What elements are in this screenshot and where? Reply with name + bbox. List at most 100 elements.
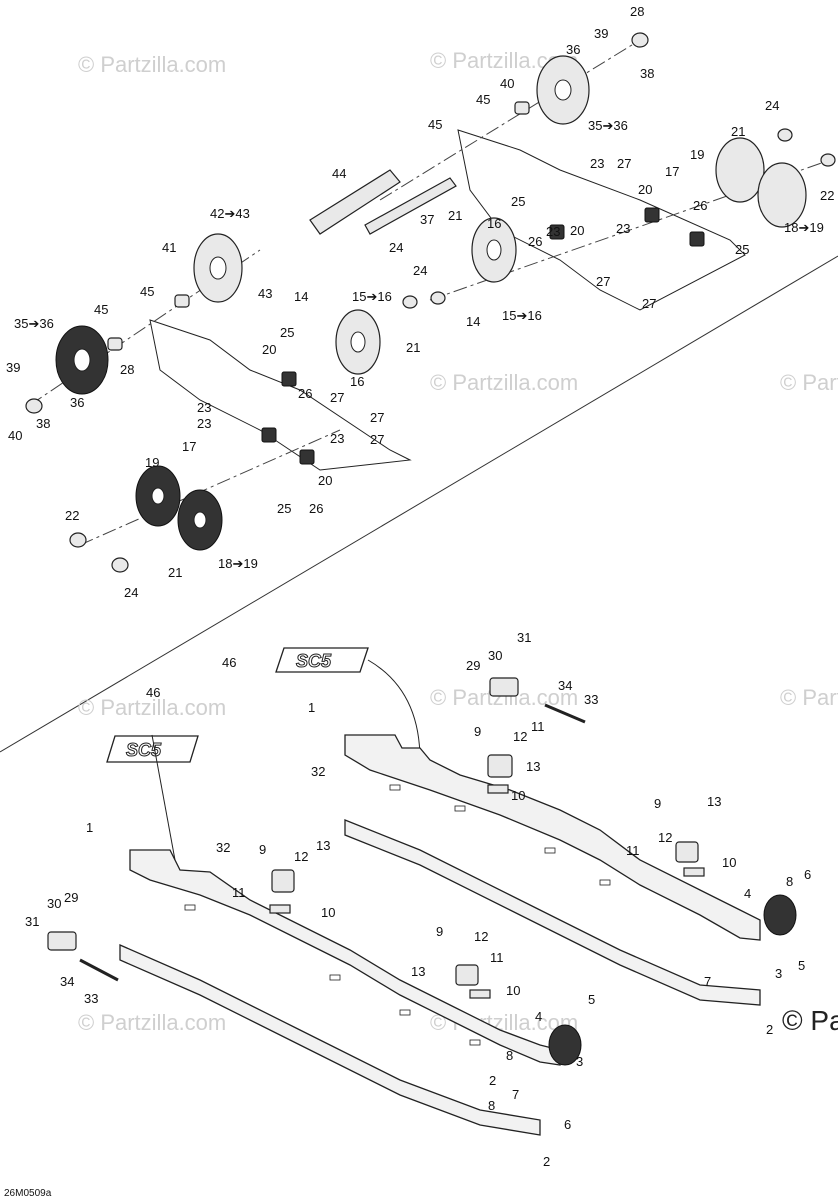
spacer-40 — [514, 101, 530, 115]
part-callout: 33 — [84, 991, 98, 1006]
part-callout: 31 — [517, 630, 531, 645]
part-callout: 31 — [25, 914, 39, 929]
part-callout: 18➔19 — [784, 220, 824, 235]
part-callout: 13 — [526, 759, 540, 774]
watermark: © Partzilla.com — [780, 370, 838, 395]
part-callout: 36 — [70, 395, 84, 410]
part-callout: 29 — [64, 890, 78, 905]
part-callout: 24 — [124, 585, 138, 600]
part-callout: 10 — [511, 788, 525, 803]
part-callout: 17 — [665, 164, 679, 179]
part-callout: 3 — [775, 966, 782, 981]
part-callout: 45 — [476, 92, 490, 107]
part-callout: 8 — [488, 1098, 495, 1113]
callout-group-upper: 2839383635➔36404545443742➔434341454535➔3… — [6, 4, 834, 600]
part-callout: 8 — [506, 1048, 513, 1063]
part-callout: 5 — [798, 958, 805, 973]
part-callout: 26 — [309, 501, 323, 516]
wheel-hub — [350, 331, 366, 353]
part-callout: 15➔16 — [352, 289, 392, 304]
part-callout: 4 — [744, 886, 751, 901]
watermark: © Partzilla.com — [430, 370, 578, 395]
stopper-9-b — [675, 841, 699, 863]
sc5-decal-lower: SC5 — [106, 735, 199, 763]
part-callout: 11 — [531, 719, 545, 734]
rear-arm-frame-left — [149, 319, 412, 471]
wheel-hub — [486, 239, 502, 261]
cap-28-left — [25, 398, 43, 414]
part-callout: 33 — [584, 692, 598, 707]
part-callout: 10 — [506, 983, 520, 998]
part-callout: 14 — [294, 289, 308, 304]
stopper-9-c — [271, 869, 295, 893]
part-callout: 13 — [411, 964, 425, 979]
part-callout: 41 — [162, 240, 176, 255]
part-callout: 12 — [513, 729, 527, 744]
bracket-20c — [299, 449, 315, 465]
part-callout: 20 — [318, 473, 332, 488]
part-callout: 8 — [786, 874, 793, 889]
pad-10-c — [269, 904, 291, 914]
part-callout: 21 — [448, 208, 462, 223]
part-callout: 24 — [765, 98, 779, 113]
part-callout: 26 — [528, 234, 542, 249]
part-callout: 10 — [722, 855, 736, 870]
part-callout: 6 — [804, 867, 811, 882]
part-callout: 30 — [488, 648, 502, 663]
watermark: © Partzilla.com — [78, 52, 226, 77]
part-callout: 39 — [594, 26, 608, 41]
part-callout: 27 — [370, 410, 384, 425]
wheel-18-lower — [757, 162, 807, 228]
part-callout: 6 — [564, 1117, 571, 1132]
part-callout: 27 — [370, 432, 384, 447]
slide-2-left — [119, 944, 541, 1136]
watermark: © Partzilla.com — [78, 1010, 226, 1035]
part-callout: 19 — [145, 455, 159, 470]
watermark: © Partzilla.com — [780, 685, 838, 710]
part-callout: 11 — [626, 843, 640, 858]
leader-46b — [151, 734, 176, 861]
cap-24 — [402, 295, 418, 309]
part-callout: 27 — [330, 390, 344, 405]
part-callout: 25 — [735, 242, 749, 257]
cap-22 — [820, 153, 836, 167]
part-callout: 23 — [197, 400, 211, 415]
part-callout: 19 — [690, 147, 704, 162]
part-callout: 10 — [321, 905, 335, 920]
bracket-20f — [689, 231, 705, 247]
stopper-9-d — [455, 964, 479, 986]
part-callout: 23 — [197, 416, 211, 431]
axle-line — [79, 429, 341, 546]
part-callout: 38 — [640, 66, 654, 81]
part-callout: 23 — [616, 221, 630, 236]
wheel-hub — [209, 256, 227, 280]
watermark-corner: © Pa — [782, 1005, 838, 1036]
part-callout: 12 — [294, 849, 308, 864]
part-callout: 21 — [406, 340, 420, 355]
sc5-decal-upper: SC5 — [275, 647, 369, 673]
pad-10-a — [487, 784, 509, 794]
part-callout: 38 — [36, 416, 50, 431]
part-callout: 28 — [120, 362, 134, 377]
part-callout: 11 — [232, 885, 246, 900]
part-callout: 2 — [766, 1022, 773, 1037]
part-callout: 17 — [182, 439, 196, 454]
part-callout: 20 — [638, 182, 652, 197]
part-callout: 42➔43 — [210, 206, 250, 221]
part-callout: 11 — [490, 950, 504, 965]
part-callout: 26 — [693, 198, 707, 213]
part-callout: 24 — [413, 263, 427, 278]
part-callout: 7 — [512, 1087, 519, 1102]
part-callout: 26 — [298, 386, 312, 401]
part-callout: 9 — [474, 724, 481, 739]
part-callout: 37 — [420, 212, 434, 227]
part-callout: 2 — [489, 1073, 496, 1088]
part-callout: 24 — [389, 240, 403, 255]
part-callout: 15➔16 — [502, 308, 542, 323]
cap-24b — [430, 291, 446, 305]
part-callout: 9 — [654, 796, 661, 811]
rail-holes — [184, 784, 611, 1046]
part-callout: 13 — [316, 838, 330, 853]
part-callout: 36 — [566, 42, 580, 57]
